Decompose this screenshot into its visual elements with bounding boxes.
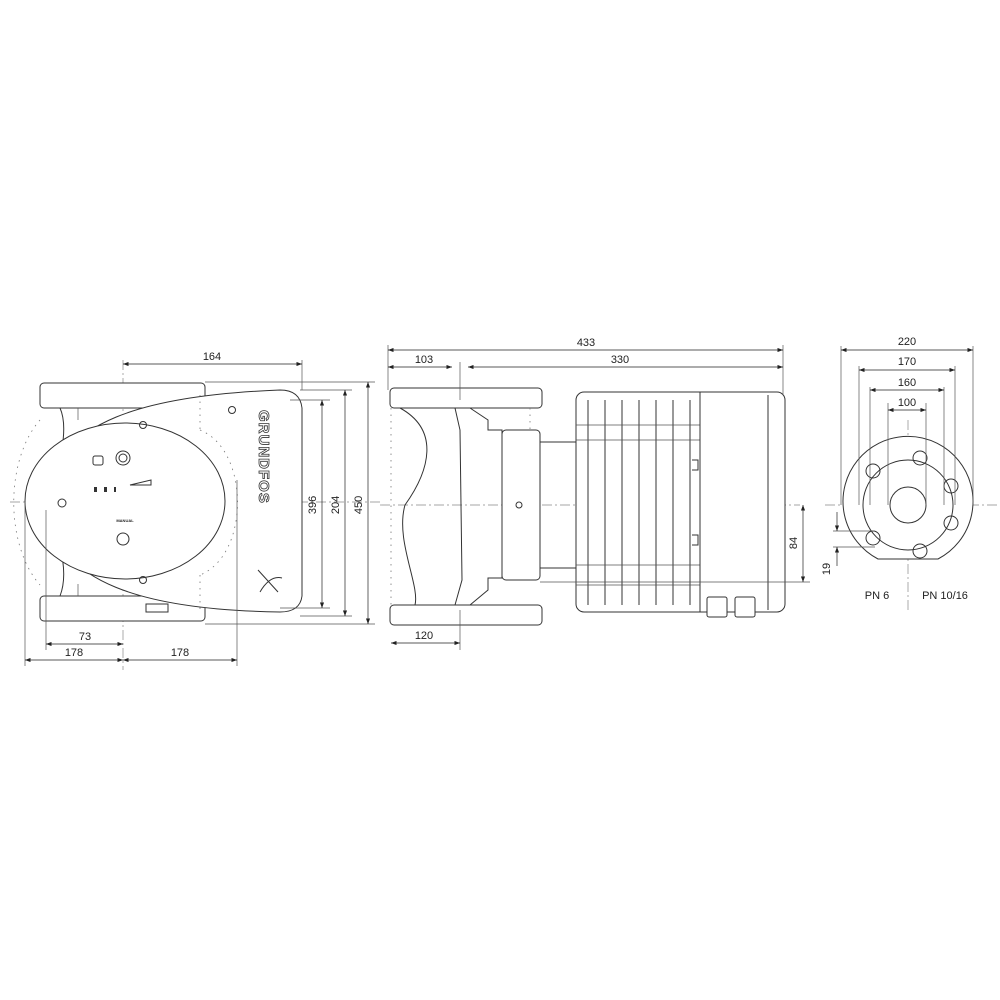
dim-19: 19 (821, 563, 833, 575)
dim-178-left: 178 (65, 647, 83, 659)
dim-164: 164 (203, 351, 221, 363)
dim-396: 396 (307, 496, 319, 514)
dim-204: 204 (330, 496, 342, 514)
dim-170: 170 (898, 356, 916, 368)
screw-icon (57, 498, 67, 508)
dim-330: 330 (611, 354, 629, 366)
dim-103: 103 (415, 354, 433, 366)
flange-outline (842, 435, 974, 560)
dim-433: 433 (577, 337, 595, 349)
pump-casing (454, 407, 463, 606)
cable-gland (706, 596, 728, 618)
dim-450: 450 (353, 496, 365, 514)
raised-face (862, 459, 954, 551)
top-flange (389, 387, 543, 409)
bottom-flange (389, 604, 543, 626)
speed-ramp-icon (129, 479, 152, 486)
bottom-flange (39, 595, 206, 622)
motor-body (575, 391, 786, 613)
pump-volute (399, 407, 428, 606)
flange-view: 220 170 160 100 19 PN 6 PN 10/16 (821, 336, 1000, 610)
pump-head (501, 429, 541, 581)
vent-screw-icon (515, 501, 523, 509)
manual-button-icon (116, 532, 130, 546)
cable-gland (734, 596, 756, 618)
bolt-hole (912, 543, 928, 559)
front-view: MANUAL GRUNDFOS 164 396 204 450 73 178 1… (10, 351, 380, 670)
dim-73: 73 (79, 631, 91, 643)
cooling-fins (576, 400, 700, 605)
dim-120: 120 (415, 630, 433, 642)
bolt-hole (943, 515, 959, 531)
dim-84: 84 (788, 537, 800, 549)
screw-icon (228, 406, 236, 414)
manual-label: MANUAL (116, 518, 134, 523)
power-indicator-icon (92, 455, 104, 466)
dim-160: 160 (898, 377, 916, 389)
dim-178-right: 178 (171, 647, 189, 659)
grundfos-x-logo-icon (257, 569, 283, 593)
bolt-hole (912, 450, 928, 466)
control-knob-icon (115, 450, 131, 466)
dim-100: 100 (898, 397, 916, 409)
label-pn6: PN 6 (865, 590, 889, 602)
dim-220: 220 (898, 336, 916, 348)
screw-icon (139, 421, 147, 429)
screw-icon (139, 576, 147, 584)
led-indicators-icon (94, 487, 116, 492)
side-view: 433 103 330 84 120 (380, 337, 810, 650)
bolt-hole (865, 463, 881, 479)
label-pn10-16: PN 10/16 (922, 590, 968, 602)
control-panel (24, 422, 226, 580)
grundfos-logo: GRUNDFOS (255, 410, 272, 504)
